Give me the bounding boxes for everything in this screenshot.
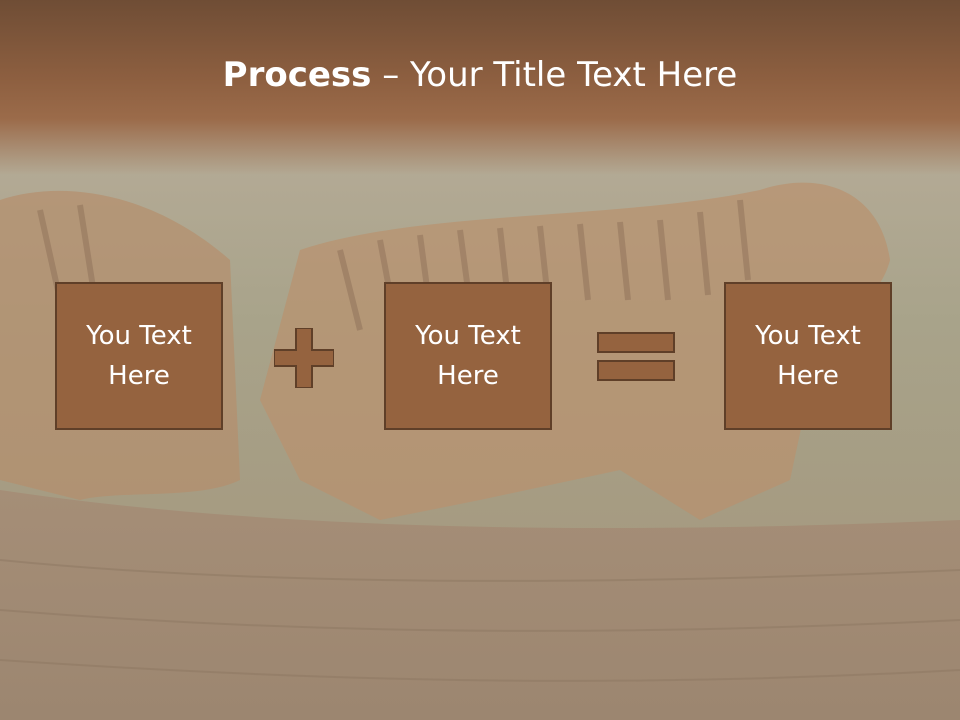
process-box-3: You Text Here	[724, 282, 892, 430]
title-separator: –	[371, 55, 411, 95]
equals-icon	[597, 332, 675, 381]
title-text: Your Title Text Here	[410, 55, 738, 95]
process-box-1-text: You Text Here	[86, 321, 192, 391]
slide-title: Process – Your Title Text Here	[0, 52, 960, 98]
process-box-1: You Text Here	[55, 282, 223, 430]
process-box-2-text: You Text Here	[415, 321, 521, 391]
process-box-2: You Text Here	[384, 282, 552, 430]
header-band	[0, 0, 960, 175]
plus-icon	[274, 328, 334, 388]
title-bold-part: Process	[222, 55, 372, 95]
process-box-3-text: You Text Here	[755, 321, 861, 391]
